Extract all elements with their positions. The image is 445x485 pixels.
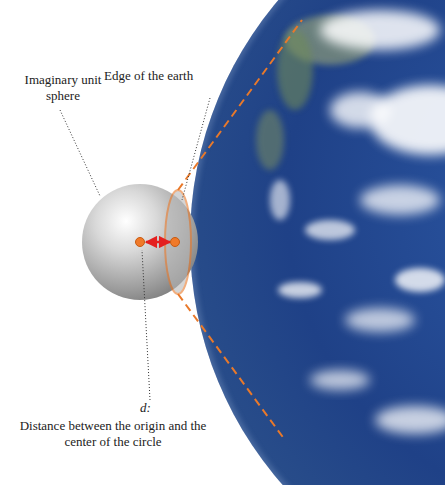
variable-label: d: [140,400,170,416]
distance-arrow [136,238,180,247]
earth [190,0,445,485]
callout-label: Imaginary unit sphere [18,72,108,104]
callout-label: Distance between the origin and the cent… [18,418,208,450]
unit-sphere [82,184,198,300]
leader-lines [60,98,210,400]
callout-label: Edge of the earth [104,68,234,84]
